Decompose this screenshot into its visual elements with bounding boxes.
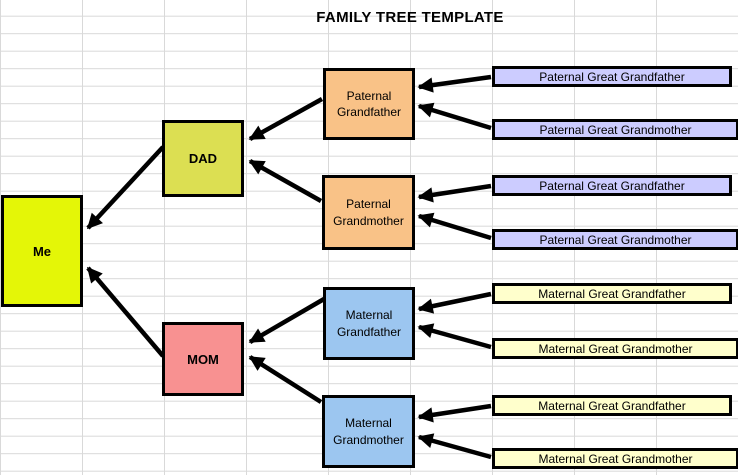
- arrow-pggf2-to-pgm: [417, 183, 492, 203]
- arrow-mom-to-me: [86, 266, 165, 358]
- node-maternal-great-grandmother-2[interactable]: Maternal Great Grandmother: [492, 448, 738, 469]
- node-dad[interactable]: DAD: [162, 120, 244, 197]
- arrow-mgm-to-mom: [248, 355, 323, 404]
- node-maternal-great-grandfather-2[interactable]: Maternal Great Grandfather: [492, 395, 732, 416]
- node-me[interactable]: Me: [1, 195, 83, 307]
- node-maternal-great-grandmother-1[interactable]: Maternal Great Grandmother: [492, 338, 738, 359]
- arrow-pggm1-to-pgf: [417, 102, 492, 131]
- arrow-pgf-to-dad: [248, 97, 324, 141]
- arrow-dad-to-me: [86, 145, 165, 230]
- arrow-mgf-to-mom: [248, 297, 326, 344]
- node-paternal-grandfather[interactable]: Paternal Grandfather: [323, 68, 415, 140]
- arrow-pgm-to-dad: [248, 159, 323, 203]
- node-maternal-great-grandfather-1[interactable]: Maternal Great Grandfather: [492, 283, 732, 304]
- node-paternal-grandmother[interactable]: Paternal Grandmother: [322, 175, 415, 250]
- arrow-mggm1-to-mgf: [417, 323, 492, 350]
- node-mom[interactable]: MOM: [162, 322, 244, 396]
- node-maternal-grandfather[interactable]: Maternal Grandfather: [323, 287, 415, 360]
- node-paternal-great-grandmother-2[interactable]: Paternal Great Grandmother: [492, 229, 738, 250]
- node-maternal-grandmother[interactable]: Maternal Grandmother: [322, 395, 415, 468]
- arrow-mggf1-to-mgf: [417, 291, 492, 314]
- node-paternal-great-grandfather-1[interactable]: Paternal Great Grandfather: [492, 66, 732, 87]
- arrow-pggf1-to-pgf: [417, 74, 492, 93]
- node-paternal-great-grandmother-1[interactable]: Paternal Great Grandmother: [492, 119, 738, 140]
- arrow-pggm2-to-pgm: [417, 212, 492, 241]
- arrow-mggf2-to-mgm: [417, 403, 492, 423]
- diagram-title: FAMILY TREE TEMPLATE: [316, 9, 504, 26]
- node-paternal-great-grandfather-2[interactable]: Paternal Great Grandfather: [492, 175, 732, 196]
- arrow-mggm2-to-mgm: [417, 433, 492, 460]
